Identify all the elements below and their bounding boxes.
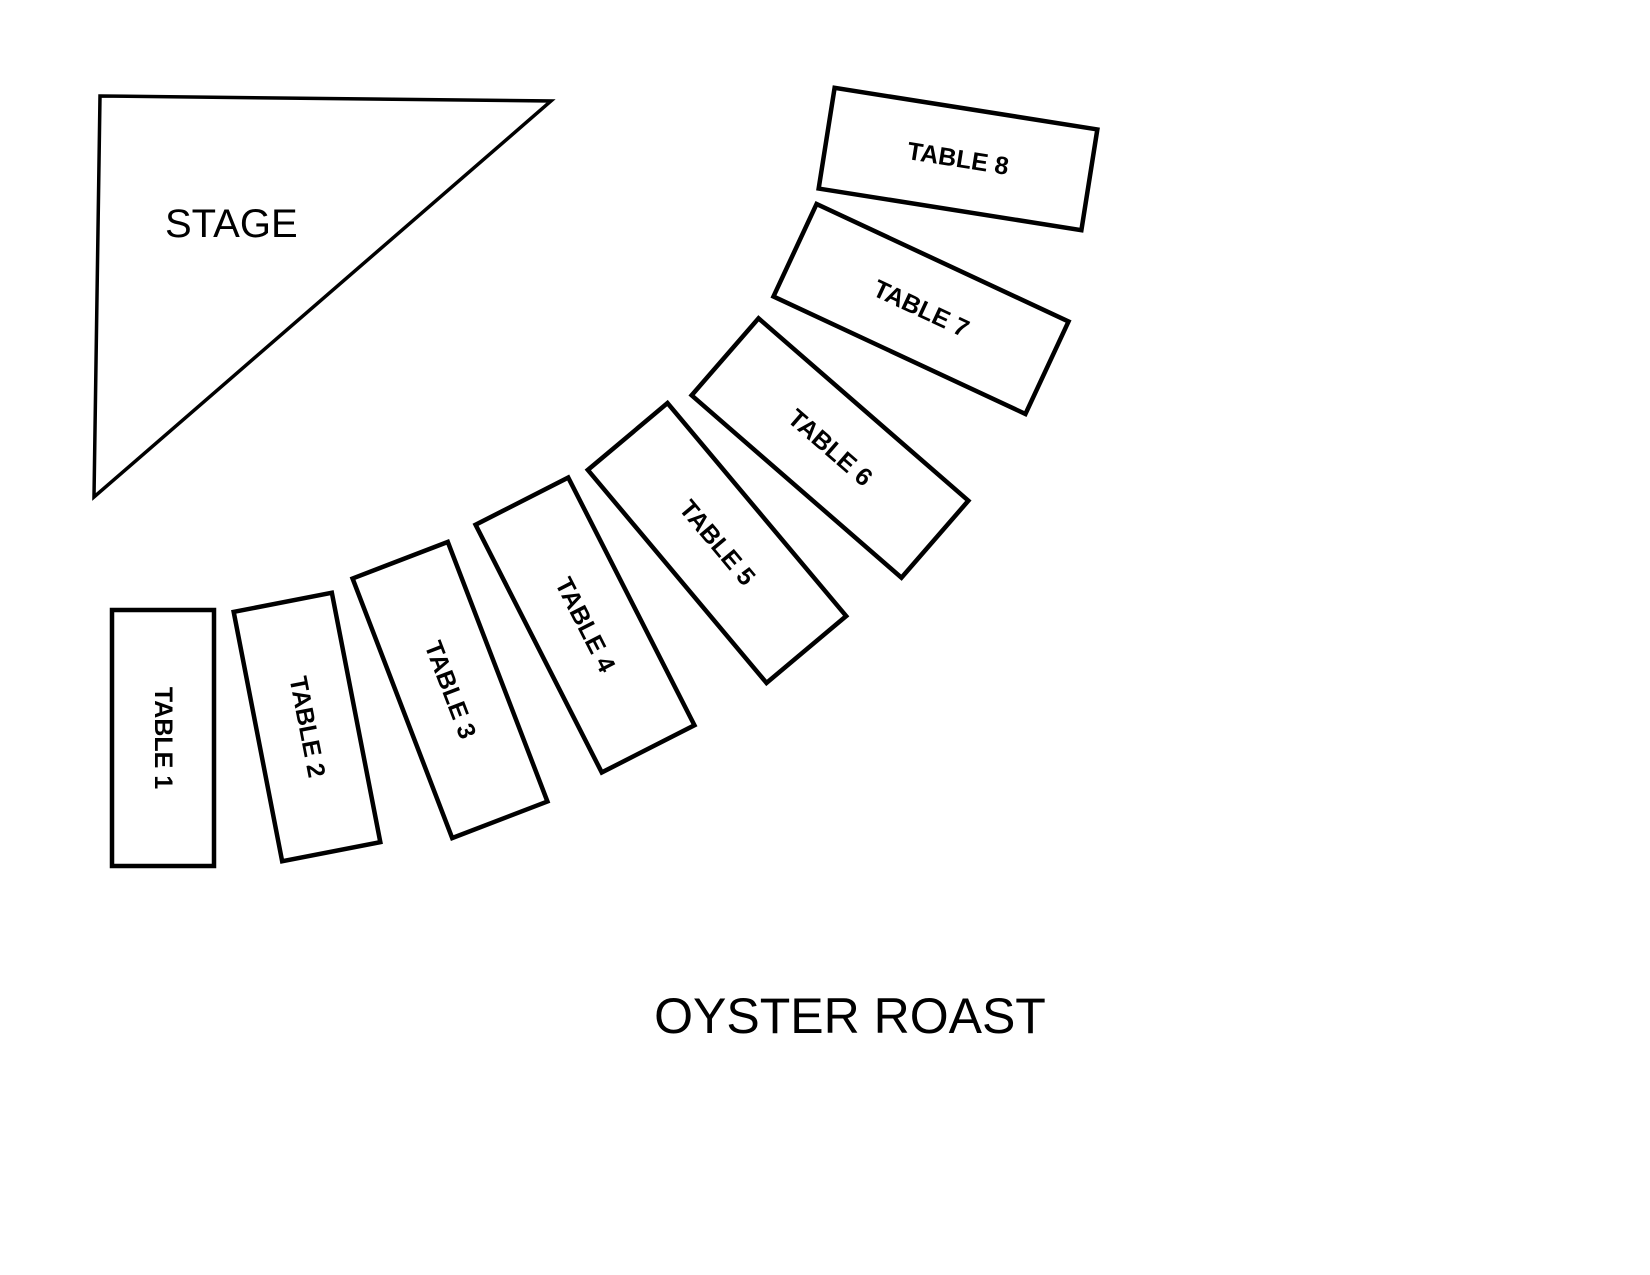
table-3-shape [349, 539, 551, 841]
stage: STAGE [92, 94, 556, 501]
table-7: TABLE 7 [770, 201, 1072, 417]
stage-label: STAGE [165, 202, 298, 246]
table-8-shape [816, 85, 1100, 233]
table-2-shape [231, 590, 383, 864]
table-6-shape [688, 315, 972, 581]
table-6: TABLE 6 [688, 315, 972, 581]
event-title: OYSTER ROAST [654, 988, 1046, 1044]
table-5: TABLE 5 [584, 399, 850, 687]
stage-shape [92, 94, 556, 501]
table-8: TABLE 8 [816, 85, 1100, 233]
table-1: TABLE 1 [109, 607, 217, 869]
table-4-shape [472, 474, 698, 776]
table-5-shape [584, 399, 850, 687]
table-3: TABLE 3 [349, 539, 551, 841]
table-4: TABLE 4 [472, 474, 698, 776]
table-7-shape [770, 201, 1072, 417]
table-1-label: TABLE 1 [149, 687, 177, 789]
table-2: TABLE 2 [231, 590, 383, 864]
table-1-shape [109, 607, 217, 869]
